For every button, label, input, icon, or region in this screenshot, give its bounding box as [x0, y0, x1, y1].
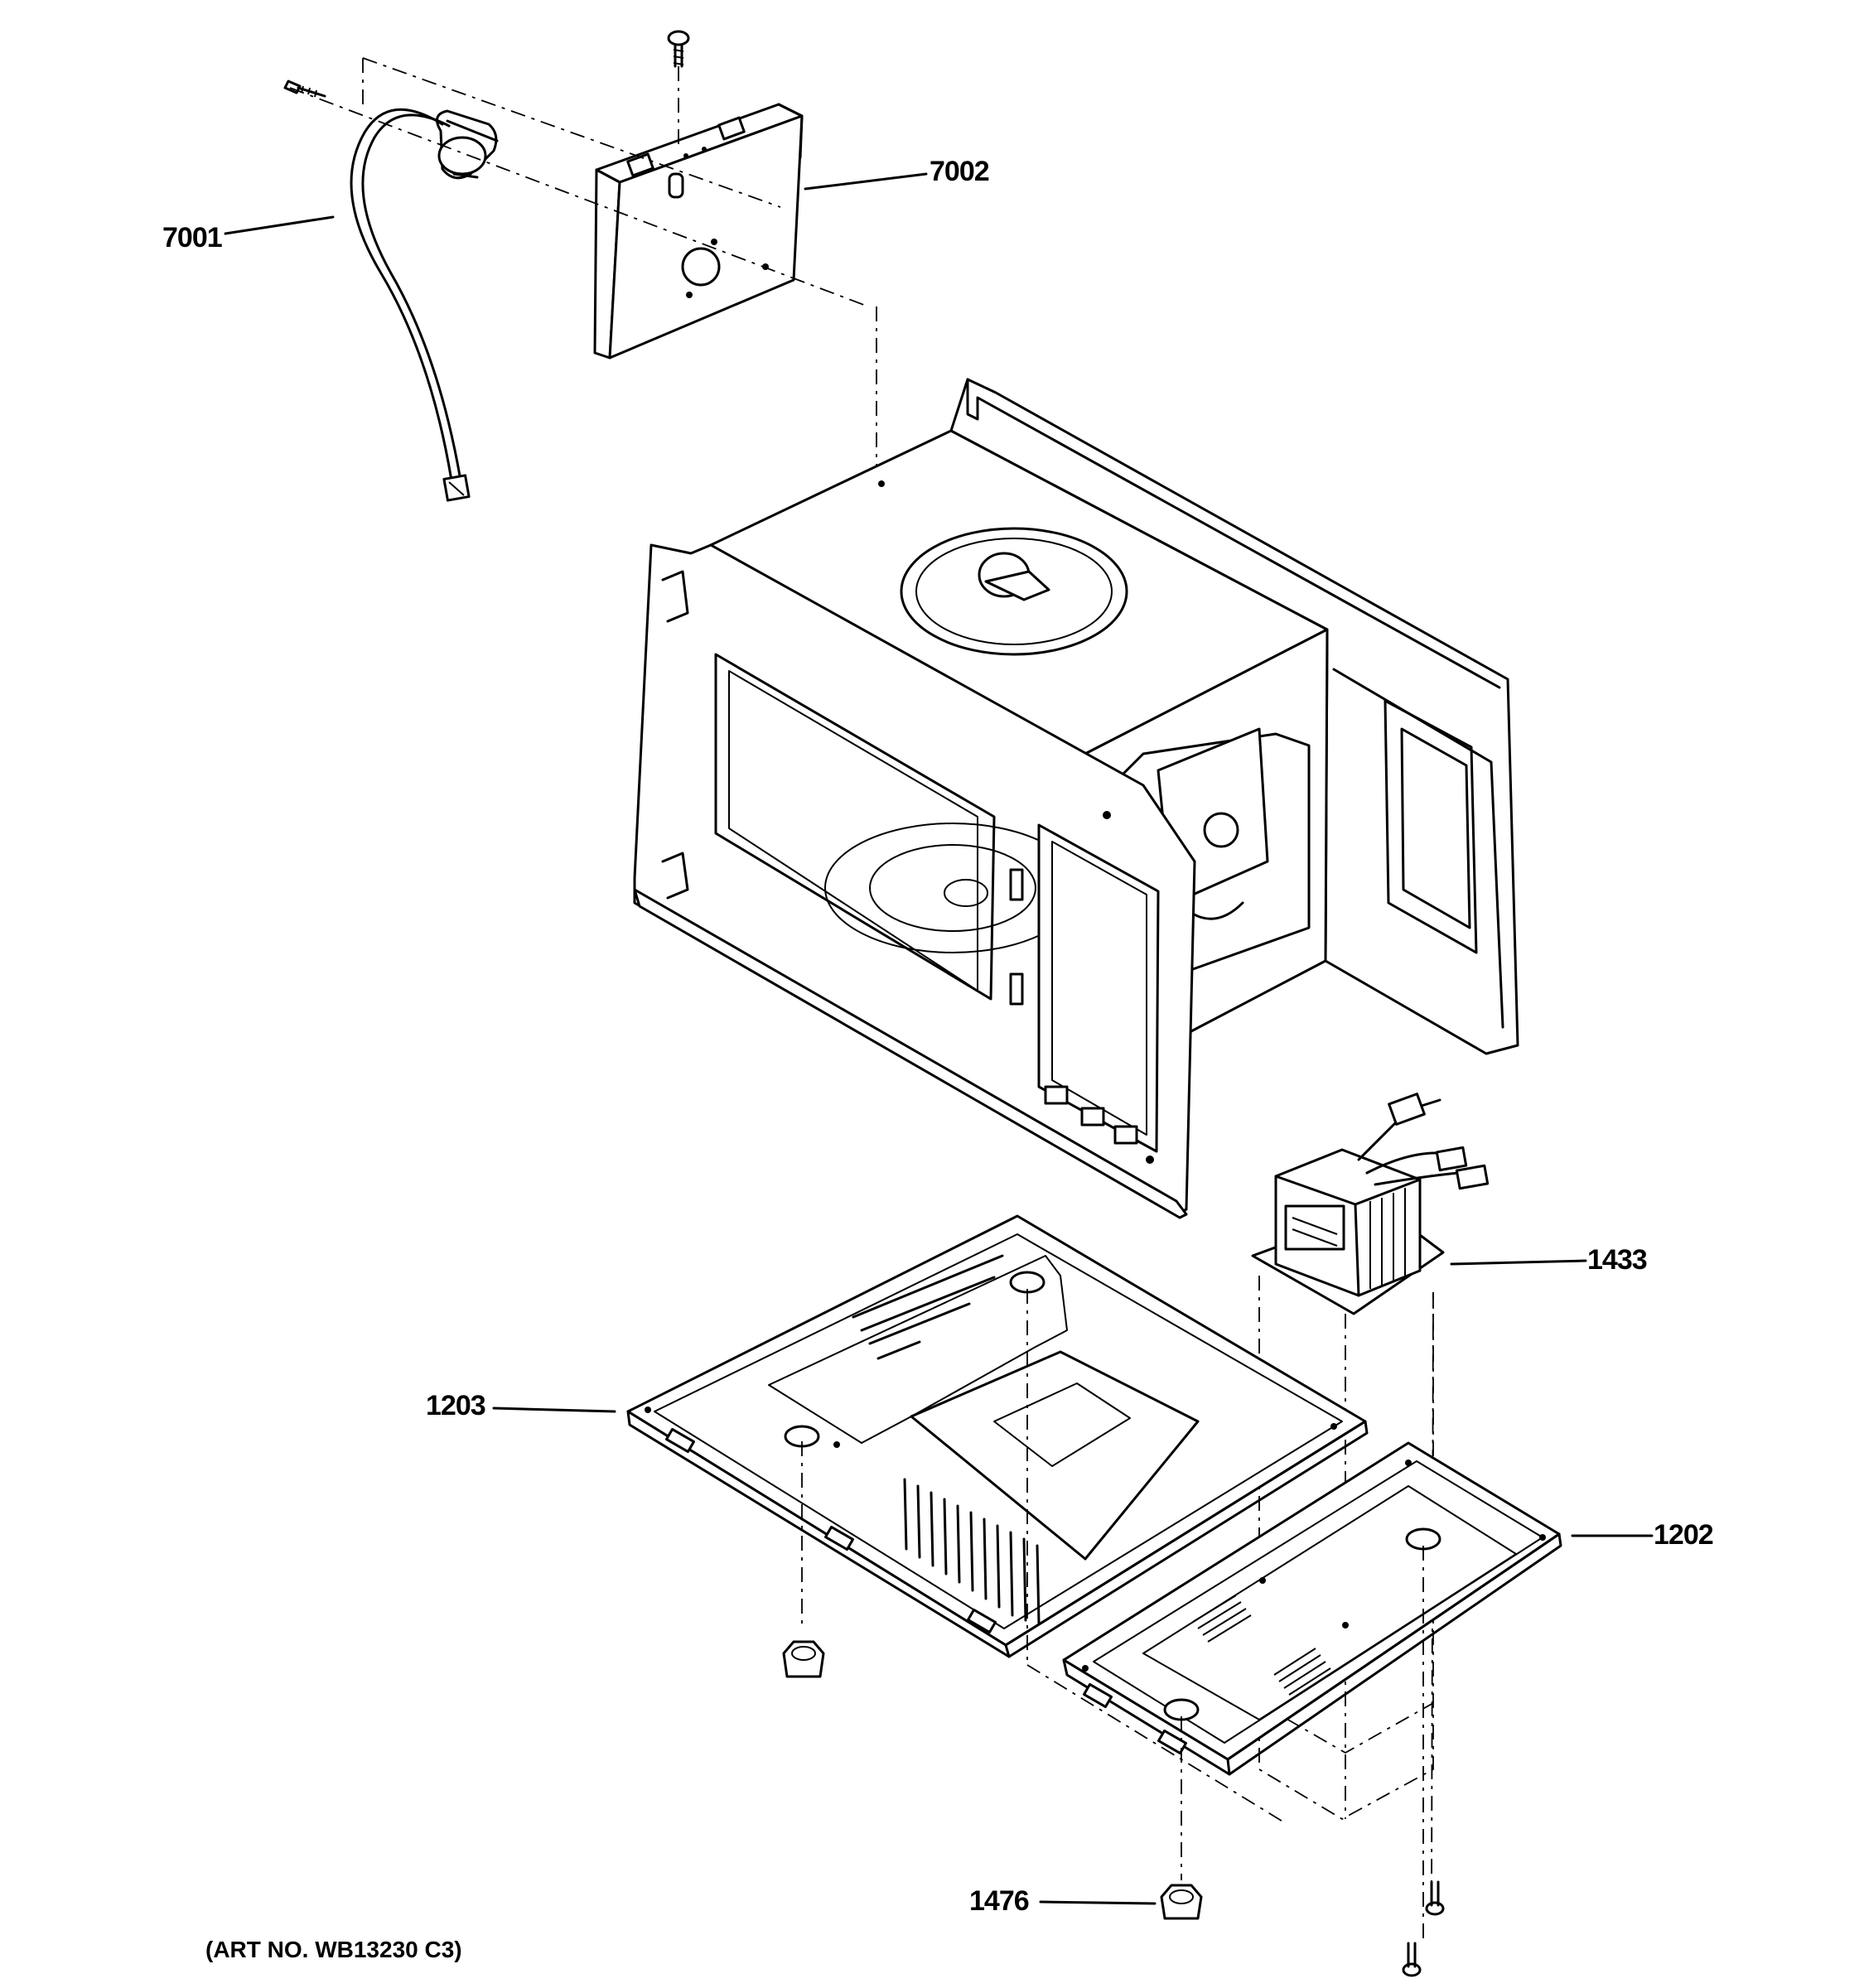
part-1203-base-plate[interactable]: [626, 1214, 1369, 1658]
leader-line-1203: [492, 1407, 616, 1413]
screw-icon: [1425, 1880, 1445, 1916]
leader-line-1433: [1450, 1259, 1587, 1266]
part-1433-transformer[interactable]: [1251, 1093, 1490, 1315]
part-7002-bracket[interactable]: [593, 30, 804, 359]
callout-7002: 7002: [930, 156, 990, 187]
screw-icon: [283, 80, 326, 98]
callout-1433: 1433: [1587, 1244, 1648, 1276]
leader-line-1476: [1039, 1900, 1157, 1905]
screw-icon: [1402, 1942, 1422, 1977]
nut-icon: [1160, 1884, 1203, 1920]
nut-icon: [782, 1640, 825, 1678]
oven-cavity: [633, 378, 1519, 1219]
leader-line-7002: [804, 172, 928, 191]
callout-7001: 7001: [162, 222, 223, 253]
part-1202-base-plate[interactable]: [1062, 1441, 1562, 1776]
callout-1203: 1203: [426, 1390, 486, 1421]
callout-1202: 1202: [1654, 1519, 1714, 1551]
art-number: (ART NO. WB13230 C3): [205, 1937, 462, 1962]
callout-1476: 1476: [969, 1885, 1030, 1917]
part-7001-sensor-harness[interactable]: [283, 80, 499, 502]
leader-line-7001: [224, 215, 335, 235]
screw-icon: [667, 30, 690, 68]
